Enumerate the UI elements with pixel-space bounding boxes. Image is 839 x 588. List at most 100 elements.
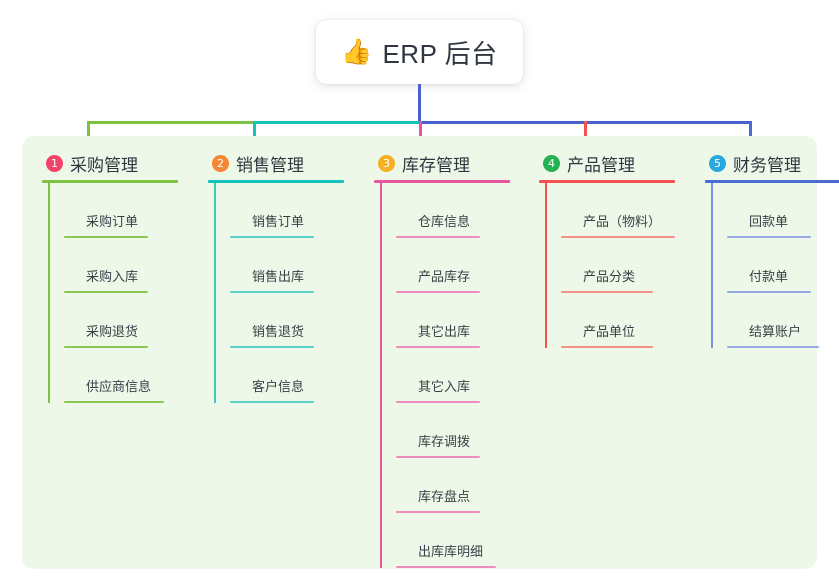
list-item-rule	[396, 456, 480, 458]
connector-root-stem	[418, 84, 421, 124]
column-rule-3	[374, 180, 510, 183]
column-title-5: 财务管理	[733, 155, 801, 175]
list-item[interactable]: 产品库存	[380, 238, 510, 293]
connector-drop-5	[749, 121, 752, 149]
list-item-rule	[230, 291, 314, 293]
list-item-rule	[727, 291, 811, 293]
list-item-label: 产品分类	[583, 269, 636, 284]
list-item-label: 其它出库	[418, 324, 471, 339]
list-item-label: 销售退货	[252, 324, 305, 339]
list-item-label: 销售订单	[252, 214, 305, 229]
column-rule-1	[42, 180, 178, 183]
list-item[interactable]: 采购订单	[48, 183, 178, 238]
column-badge-2: 2	[212, 154, 229, 172]
list-item[interactable]: 采购退货	[48, 293, 178, 348]
column-trunk-3	[380, 183, 382, 568]
list-item-label: 产品库存	[418, 269, 471, 284]
column-badge-1: 1	[46, 154, 63, 172]
column-items-2: 销售订单 销售出库 销售退货 客户信息	[198, 183, 344, 403]
column-header-5[interactable]: 5 财务管理	[695, 146, 839, 180]
list-item-rule	[64, 236, 148, 238]
column-trunk-2	[214, 183, 216, 403]
root-node-card[interactable]: 👍 ERP 后台	[316, 20, 523, 84]
connector-bus-teal	[253, 121, 420, 124]
column-title-4: 产品管理	[567, 155, 635, 175]
column-product: 4 产品管理 产品（物料） 产品分类 产品单位	[529, 146, 675, 348]
list-item-rule	[396, 291, 480, 293]
connector-drop-1	[87, 121, 90, 149]
list-item-label: 产品单位	[583, 324, 636, 339]
column-badge-4: 4	[543, 154, 560, 172]
column-header-3[interactable]: 3 库存管理	[364, 146, 510, 180]
list-item-rule	[396, 346, 480, 348]
column-sales: 2 销售管理 销售订单 销售出库 销售退货 客户信息	[198, 146, 344, 403]
list-item-label: 产品（物料）	[583, 214, 662, 229]
list-item-rule	[561, 346, 653, 348]
list-item[interactable]: 库存调拨	[380, 403, 510, 458]
connector-drop-2	[253, 121, 256, 149]
list-item[interactable]: 其它出库	[380, 293, 510, 348]
column-trunk-4	[545, 183, 547, 348]
list-item[interactable]: 仓库信息	[380, 183, 510, 238]
column-inventory: 3 库存管理 仓库信息 产品库存 其它出库 其它入库 库存调拨	[364, 146, 510, 568]
column-purchasing: 1 采购管理 采购订单 采购入库 采购退货 供应商信息	[32, 146, 178, 403]
list-item-rule	[64, 291, 148, 293]
list-item-rule	[396, 511, 480, 513]
list-item-rule	[561, 236, 675, 238]
column-header-2[interactable]: 2 销售管理	[198, 146, 344, 180]
mindmap-panel: 1 采购管理 采购订单 采购入库 采购退货 供应商信息	[22, 136, 839, 569]
root-node-title: ERP 后台	[382, 38, 498, 69]
column-items-1: 采购订单 采购入库 采购退货 供应商信息	[32, 183, 178, 403]
column-rule-2	[208, 180, 344, 183]
list-item-label: 出库库明细	[418, 544, 484, 559]
list-item[interactable]: 销售出库	[214, 238, 344, 293]
list-item-label: 供应商信息	[86, 379, 152, 394]
list-item-label: 客户信息	[252, 379, 305, 394]
column-header-4[interactable]: 4 产品管理	[529, 146, 675, 180]
list-item-rule	[230, 401, 314, 403]
list-item-label: 结算账户	[749, 324, 802, 339]
list-item-label: 其它入库	[418, 379, 471, 394]
list-item[interactable]: 产品（物料）	[545, 183, 675, 238]
list-item-rule	[396, 566, 496, 568]
list-item[interactable]: 付款单	[711, 238, 839, 293]
list-item[interactable]: 结算账户	[711, 293, 839, 348]
list-item[interactable]: 客户信息	[214, 348, 344, 403]
list-item-label: 付款单	[749, 269, 789, 284]
column-badge-5: 5	[709, 154, 726, 172]
list-item[interactable]: 其它入库	[380, 348, 510, 403]
list-item-rule	[396, 236, 480, 238]
list-item[interactable]: 产品单位	[545, 293, 675, 348]
list-item-label: 库存盘点	[418, 489, 471, 504]
column-header-1[interactable]: 1 采购管理	[32, 146, 178, 180]
list-item[interactable]: 销售订单	[214, 183, 344, 238]
list-item[interactable]: 回款单	[711, 183, 839, 238]
column-trunk-1	[48, 183, 50, 403]
list-item-label: 采购退货	[86, 324, 139, 339]
list-item-rule	[230, 346, 314, 348]
list-item-label: 仓库信息	[418, 214, 471, 229]
list-item-label: 回款单	[749, 214, 789, 229]
list-item-label: 采购入库	[86, 269, 139, 284]
list-item[interactable]: 采购入库	[48, 238, 178, 293]
connector-drop-4	[584, 121, 587, 149]
column-trunk-5	[711, 183, 713, 348]
column-title-3: 库存管理	[402, 155, 470, 175]
column-items-4: 产品（物料） 产品分类 产品单位	[529, 183, 675, 348]
column-items-3: 仓库信息 产品库存 其它出库 其它入库 库存调拨 库存盘点	[364, 183, 510, 568]
column-rule-4	[539, 180, 675, 183]
list-item[interactable]: 销售退货	[214, 293, 344, 348]
list-item-rule	[230, 236, 314, 238]
list-item-rule	[396, 401, 480, 403]
column-title-1: 采购管理	[70, 155, 138, 175]
list-item[interactable]: 产品分类	[545, 238, 675, 293]
column-finance: 5 财务管理 回款单 付款单 结算账户	[695, 146, 839, 348]
list-item[interactable]: 库存盘点	[380, 458, 510, 513]
thumbs-up-icon: 👍	[341, 37, 373, 66]
connector-drop-3	[419, 121, 422, 149]
column-rule-5	[705, 180, 839, 183]
list-item-rule	[64, 401, 164, 403]
list-item[interactable]: 出库库明细	[380, 513, 510, 568]
connector-bus-green	[87, 121, 254, 124]
list-item[interactable]: 供应商信息	[48, 348, 178, 403]
